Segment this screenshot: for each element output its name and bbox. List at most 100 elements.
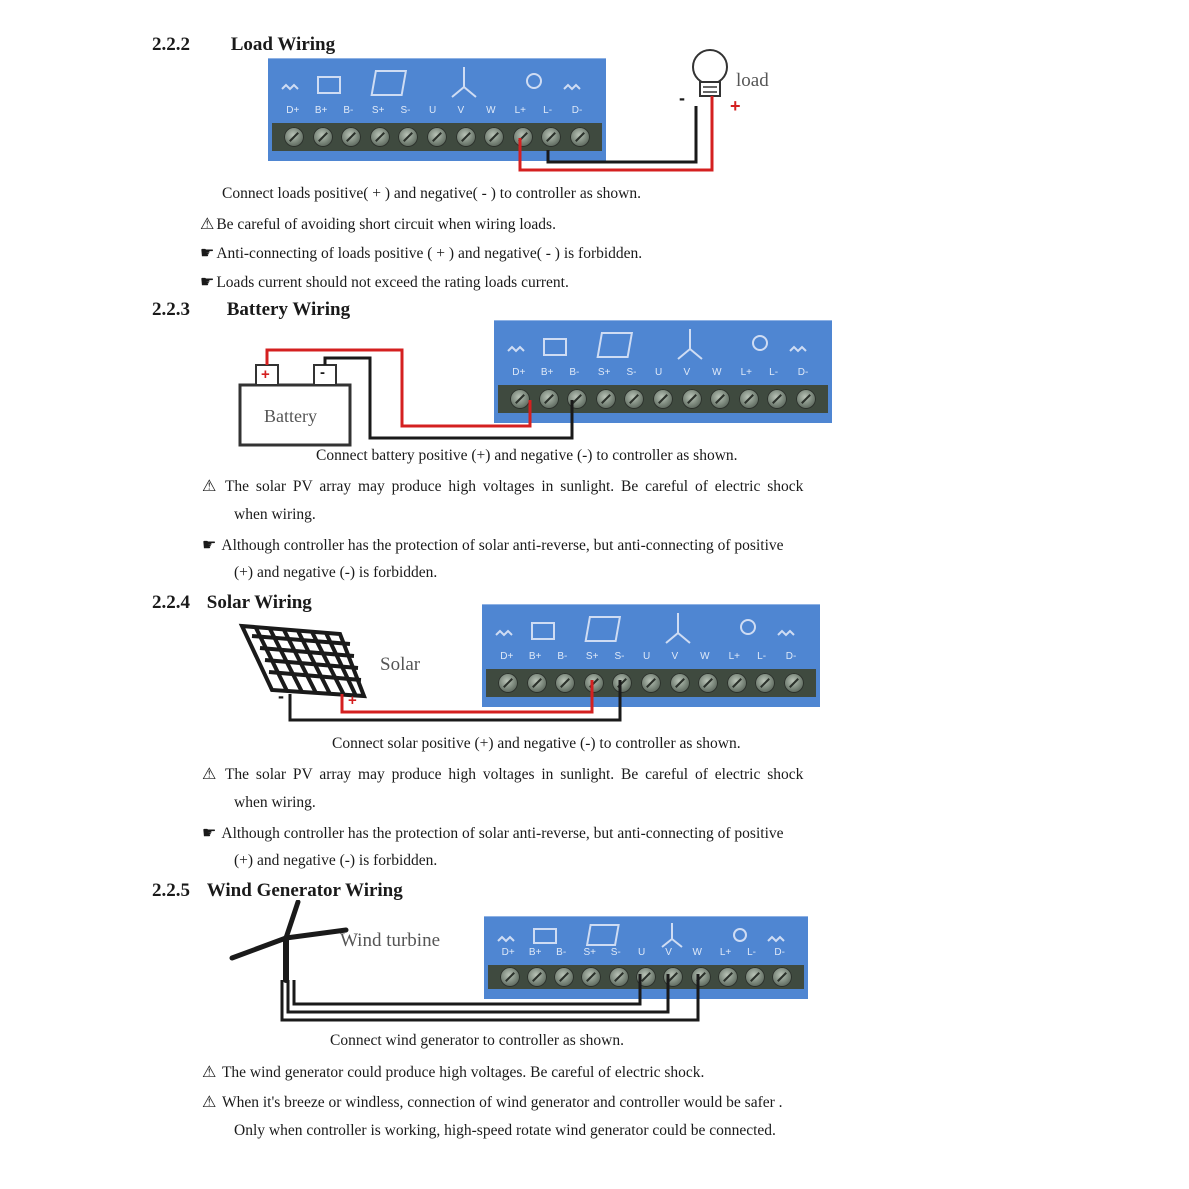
terminal-screw [526, 967, 547, 987]
terminal-label: B+ [528, 651, 542, 662]
terminal-screw [795, 389, 816, 409]
terminal-screw [755, 673, 776, 693]
warning-line: ⚠ The solar PV array may produce high vo… [202, 478, 804, 495]
terminal-label: B- [569, 367, 580, 378]
terminal-screw [653, 389, 673, 409]
dc-wave-icon [563, 83, 581, 91]
terminal-screw [717, 967, 738, 987]
terminal-label: D+ [501, 947, 515, 958]
terminal-screw [427, 127, 447, 147]
battery-icon [531, 622, 555, 640]
terminal-screw [583, 673, 604, 693]
terminal-screw [738, 389, 759, 409]
terminal-label: W [692, 947, 702, 958]
terminal-screw [484, 127, 505, 147]
terminal-label: D+ [512, 367, 526, 378]
terminal-label: D- [785, 651, 797, 662]
negative-wire [288, 680, 622, 722]
terminal-label: U [429, 105, 437, 116]
forbidden-hand-icon: ☛ [202, 537, 217, 554]
terminal-label: W [700, 651, 710, 662]
terminal-screw [772, 967, 793, 987]
solar-panel-icon [596, 332, 634, 358]
section-number: 2.2.4 [152, 592, 190, 613]
positive-wire [518, 96, 714, 172]
terminal-label: U [655, 367, 663, 378]
terminal-label: L- [769, 367, 779, 378]
warning-line: ⚠ The wind generator could produce high … [202, 1064, 705, 1081]
minus-sign: - [278, 686, 284, 706]
instruction-line: Connect wind generator to controller as … [330, 1032, 624, 1049]
warning-triangle-icon: ⚠ [202, 478, 217, 495]
bulb-icon [733, 928, 747, 942]
terminal-label: S- [614, 651, 625, 662]
terminal-label: U [638, 947, 646, 958]
solar-panel-icon [370, 70, 408, 96]
terminal-screw [455, 127, 476, 147]
terminal-screw [624, 389, 645, 409]
text-line: (+) and negative (-) is forbidden. [234, 564, 438, 581]
battery-label: Battery [264, 406, 317, 426]
terminal-label: W [486, 105, 496, 116]
terminal-label: L+ [719, 947, 732, 958]
forbidden-hand-icon: ☛ [200, 274, 215, 291]
terminal-screw [641, 673, 661, 693]
load-wiring [518, 49, 728, 172]
section-title: Wind Generator Wiring [206, 880, 403, 901]
wind-turbine-icon [229, 900, 349, 983]
terminal-label: L+ [728, 651, 741, 662]
section-number: 2.2.3 [152, 299, 190, 320]
terminal-label: D- [774, 947, 785, 958]
wind-turbine-icon [451, 67, 477, 98]
dc-wave-icon [767, 935, 785, 943]
positive-wire [340, 680, 594, 714]
bulb-icon [752, 335, 768, 351]
panel-icons [495, 613, 795, 644]
dc-wave-icon [789, 345, 807, 353]
battery-icon [533, 928, 557, 944]
battery-icon [317, 76, 341, 94]
wind-turbine-icon [665, 613, 691, 644]
warning-triangle-icon: ⚠ [202, 1094, 217, 1111]
terminal-label: L- [747, 947, 756, 958]
text-line: when wiring. [234, 794, 316, 811]
terminal-label: B- [343, 105, 354, 116]
section-heading-battery: 2.2.3 Battery Wiring [152, 299, 350, 321]
terminal-screw [541, 127, 562, 147]
panel-icons [507, 329, 807, 360]
terminal-label: B+ [528, 947, 542, 958]
warning-line: ⚠Be careful of avoiding short circuit wh… [200, 216, 556, 233]
plus-sign: + [348, 692, 357, 709]
wind-turbine-icon [661, 923, 683, 948]
terminal-label: D+ [500, 651, 514, 662]
terminal-label: V [457, 105, 465, 116]
terminal-label: L+ [514, 105, 527, 116]
terminal-label: B+ [314, 105, 328, 116]
terminal-screw [608, 967, 629, 987]
terminal-screw [581, 967, 602, 987]
terminal-label: L- [543, 105, 553, 116]
terminal-screw [555, 673, 576, 693]
terminal-label: W [712, 367, 722, 378]
terminal-label: U [643, 651, 651, 662]
dc-wave-icon [495, 629, 513, 637]
bulb-icon [740, 619, 756, 635]
dc-wave-icon [507, 345, 525, 353]
forbidden-hand-icon: ☛ [200, 245, 215, 262]
terminal-screw [569, 127, 590, 147]
minus-sign: - [320, 364, 325, 381]
terminal-screw [745, 967, 766, 987]
forbidden-line: ☛ Although controller has the protection… [202, 825, 784, 842]
terminal-label: D- [571, 105, 583, 116]
terminal-screw [681, 389, 702, 409]
terminal-screw [526, 673, 547, 693]
forbidden-line: ☛Anti-connecting of loads positive ( + )… [200, 245, 643, 262]
dc-wave-icon [497, 935, 515, 943]
solar-label: Solar [380, 654, 421, 675]
terminal-label: S+ [597, 367, 611, 378]
section-title: Solar Wiring [206, 592, 312, 613]
forbidden-line: ☛ Although controller has the protection… [202, 537, 784, 554]
text-line: Only when controller is working, high-sp… [234, 1122, 776, 1139]
